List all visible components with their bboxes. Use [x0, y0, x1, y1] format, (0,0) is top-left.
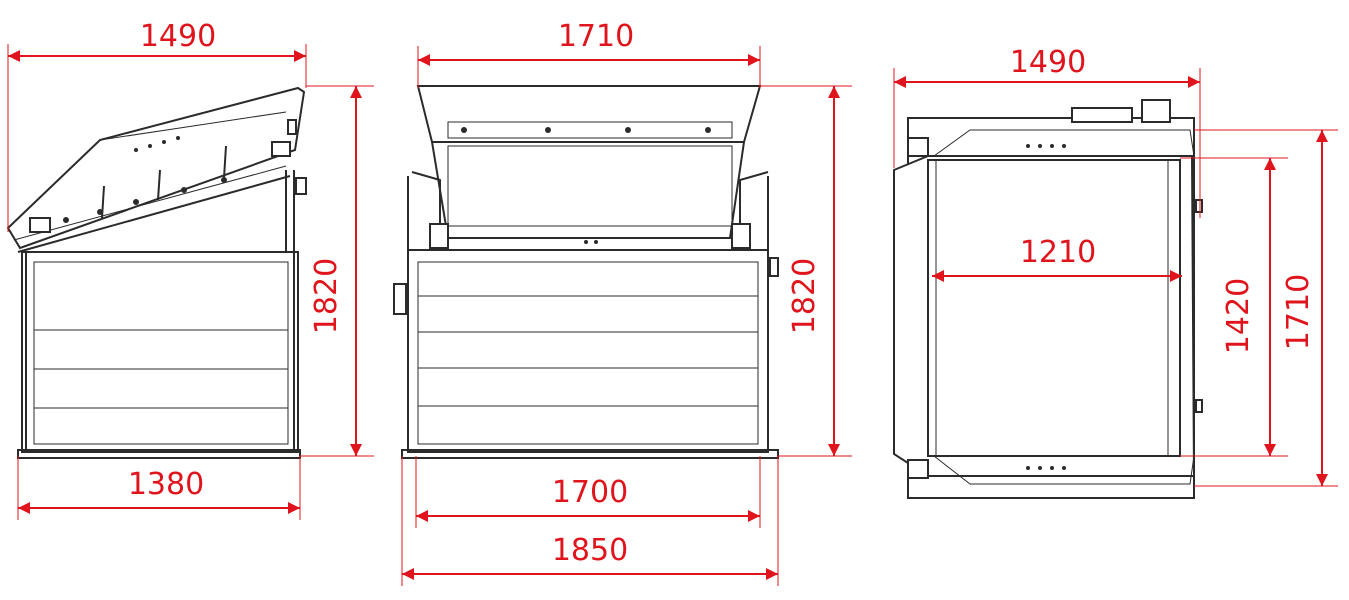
front-height-label: 1820	[787, 258, 822, 334]
top-inner-depth-label: 1420	[1221, 278, 1256, 354]
top-inner-width-label: 1210	[1020, 235, 1096, 270]
side-height-label: 1820	[309, 258, 344, 334]
side-cabinet-panel	[33, 261, 289, 445]
side-base-width-label: 1380	[128, 467, 204, 502]
top-overall-depth-label: 1710	[1281, 274, 1316, 350]
front-view	[393, 85, 779, 459]
top-overall-width-label: 1490	[1010, 45, 1086, 80]
front-cabinet-outline	[407, 249, 769, 453]
side-cabinet-outline	[21, 251, 299, 453]
front-outer-base-width-label: 1850	[552, 533, 628, 568]
dimensions: 1490 1820 1380 1710 1820 1700 1850	[7, 19, 1338, 586]
top-screen-outline	[893, 155, 1196, 477]
front-top-width-label: 1710	[558, 19, 634, 54]
side-hopper	[6, 86, 306, 250]
side-top-width-label: 1490	[140, 19, 216, 54]
top-view	[893, 99, 1203, 499]
front-inner-base-width-label: 1700	[552, 475, 628, 510]
front-hopper	[416, 85, 762, 239]
side-view	[6, 86, 307, 459]
